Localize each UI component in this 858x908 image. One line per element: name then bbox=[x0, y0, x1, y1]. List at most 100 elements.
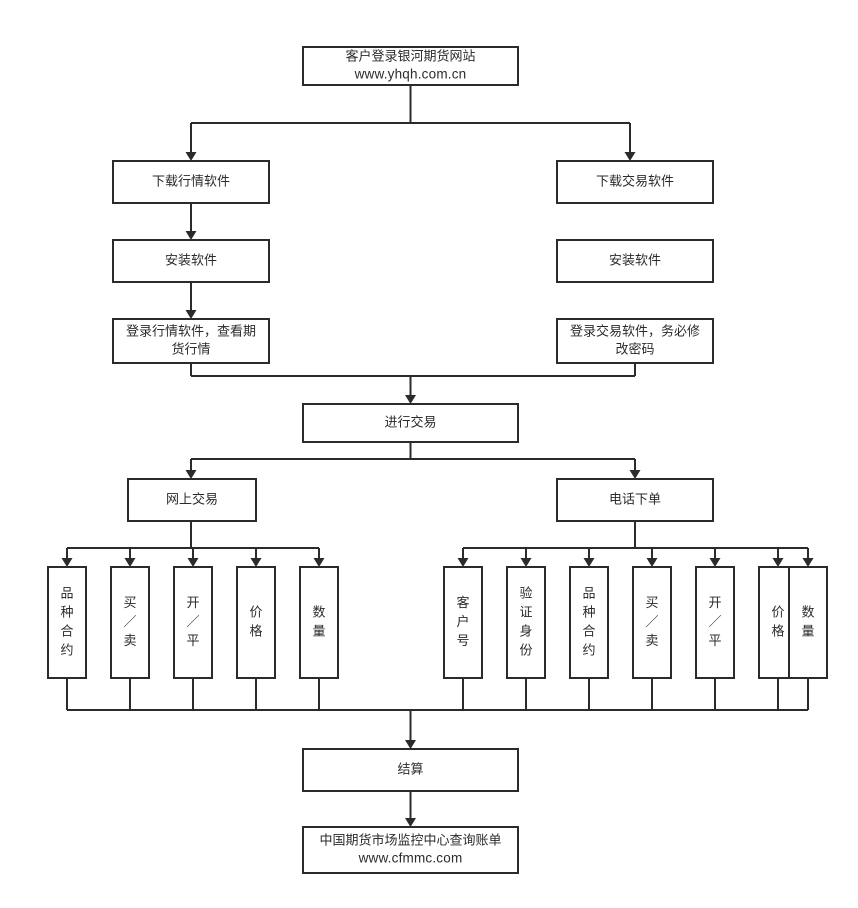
node-phone-open-close[interactable]: 开／平 bbox=[695, 566, 735, 679]
node-download-quote-software-label-line-0: 下载行情软件 bbox=[152, 173, 230, 188]
node-online-buy-sell-label: 卖 bbox=[123, 633, 136, 648]
node-download-quote-software-box bbox=[112, 160, 270, 204]
conn-fan-r3-arrowhead-icon bbox=[583, 558, 595, 567]
node-install-quote-software[interactable]: 安装软件 bbox=[112, 239, 270, 283]
conn-fan-r6 bbox=[772, 548, 784, 567]
node-online-buy-sell-box bbox=[110, 566, 150, 679]
node-phone-buy-sell-label: ／ bbox=[645, 614, 658, 629]
node-login-website[interactable]: 客户登录银河期货网站 www.yhqh.com.cn bbox=[302, 46, 519, 86]
conn-fan-l4 bbox=[250, 548, 262, 567]
node-settlement[interactable]: 结算 bbox=[302, 748, 519, 792]
conn-to-download-quote bbox=[185, 123, 197, 161]
node-phone-quantity-label: 量 bbox=[801, 623, 814, 638]
node-online-price-box bbox=[236, 566, 276, 679]
connector-layer bbox=[61, 85, 814, 827]
node-install-trading-software[interactable]: 安装软件 bbox=[556, 239, 714, 283]
node-phone-client-number-label: 号 bbox=[456, 633, 469, 648]
node-online-open-close-label: 平 bbox=[186, 633, 199, 648]
conn-fan-r5 bbox=[709, 548, 721, 567]
node-phone-quantity[interactable]: 数量 bbox=[788, 566, 828, 679]
node-phone-product-contract-label: 合 bbox=[582, 623, 595, 638]
conn-fan-l5-arrowhead-icon bbox=[313, 558, 325, 567]
node-login-website-label-line-1: www.yhqh.com.cn bbox=[354, 67, 467, 82]
conn-merge-to-settlement bbox=[405, 710, 416, 749]
node-online-trading-label-line-0: 网上交易 bbox=[166, 491, 218, 506]
node-phone-verify-identity-label: 身 bbox=[519, 623, 532, 638]
node-phone-product-contract-label: 约 bbox=[582, 642, 595, 657]
node-online-price[interactable]: 价格 bbox=[236, 566, 276, 679]
conn-fan-r7 bbox=[802, 548, 814, 567]
conn-to-download-trade-arrowhead-icon bbox=[624, 152, 636, 161]
conn-fan-l3 bbox=[187, 548, 199, 567]
node-online-quantity-box bbox=[299, 566, 339, 679]
node-phone-client-number-label: 户 bbox=[456, 614, 469, 629]
conn-fan-r2-arrowhead-icon bbox=[520, 558, 532, 567]
conn-fan-l3-arrowhead-icon bbox=[187, 558, 199, 567]
node-phone-open-close-label: 开 bbox=[708, 595, 721, 610]
conn-dlquote-to-install-arrowhead-icon bbox=[185, 231, 197, 240]
node-login-trading-software-box bbox=[556, 318, 714, 364]
node-phone-product-contract-box bbox=[569, 566, 609, 679]
conn-to-download-quote-arrowhead-icon bbox=[185, 152, 197, 161]
node-download-quote-software[interactable]: 下载行情软件 bbox=[112, 160, 270, 204]
node-online-quantity[interactable]: 数量 bbox=[299, 566, 339, 679]
conn-merge-to-settlement-arrowhead-icon bbox=[405, 740, 416, 749]
node-phone-product-contract-label: 品 bbox=[582, 585, 595, 600]
node-phone-product-contract-label: 种 bbox=[582, 604, 595, 619]
node-online-buy-sell[interactable]: 买／卖 bbox=[110, 566, 150, 679]
node-layer: 客户登录银河期货网站 www.yhqh.com.cn 下载行情软件 下载交易软件安装软… bbox=[47, 46, 828, 874]
node-cfmmc-statement-label-line-0: 中国期货市场监控中心查询账单 bbox=[319, 832, 501, 847]
node-phone-client-number[interactable]: 客户号 bbox=[443, 566, 483, 679]
node-install-quote-software-label-line-0: 安装软件 bbox=[165, 252, 217, 267]
conn-dlquote-to-install bbox=[185, 203, 197, 240]
node-phone-client-number-box bbox=[443, 566, 483, 679]
node-login-quote-software-label-line-1: 货行情 bbox=[171, 341, 210, 356]
node-online-quantity-label: 量 bbox=[312, 623, 325, 638]
conn-fan-r2 bbox=[520, 548, 532, 567]
node-phone-verify-identity-box bbox=[506, 566, 546, 679]
conn-install-to-login-quote-arrowhead-icon bbox=[185, 310, 197, 319]
node-install-trading-software-box bbox=[556, 239, 714, 283]
node-cfmmc-statement-box bbox=[302, 826, 519, 874]
node-online-price-label: 价 bbox=[249, 604, 262, 619]
node-download-trading-software-box bbox=[556, 160, 714, 204]
node-install-trading-software-label-line-0: 安装软件 bbox=[609, 252, 661, 267]
conn-merge-to-do-trade-arrowhead-icon bbox=[405, 395, 416, 404]
conn-fan-l1-arrowhead-icon bbox=[61, 558, 73, 567]
node-online-trading-box bbox=[127, 478, 257, 522]
node-settlement-label-line-0: 结算 bbox=[397, 761, 423, 776]
node-online-product-contract-label: 种 bbox=[60, 604, 73, 619]
conn-fan-l5 bbox=[313, 548, 325, 567]
node-perform-trade[interactable]: 进行交易 bbox=[302, 403, 519, 443]
conn-fan-l2 bbox=[124, 548, 136, 567]
conn-fan-r7-arrowhead-icon bbox=[802, 558, 814, 567]
node-online-product-contract-label: 品 bbox=[60, 585, 73, 600]
node-download-trading-software[interactable]: 下载交易软件 bbox=[556, 160, 714, 204]
node-phone-buy-sell[interactable]: 买／卖 bbox=[632, 566, 672, 679]
node-login-website-label-line-0: 客户登录银河期货网站 bbox=[345, 48, 475, 63]
conn-fan-r4-arrowhead-icon bbox=[646, 558, 658, 567]
node-perform-trade-box bbox=[302, 403, 519, 443]
node-phone-open-close-label: ／ bbox=[708, 614, 721, 629]
conn-fan-r1 bbox=[457, 548, 469, 567]
node-online-buy-sell-label: 买 bbox=[123, 595, 136, 610]
node-phone-client-number-label: 客 bbox=[456, 595, 469, 610]
node-login-quote-software-label-line-0: 登录行情软件，查看期 bbox=[126, 323, 256, 338]
conn-to-online-trade-arrowhead-icon bbox=[185, 470, 197, 479]
node-phone-order[interactable]: 电话下单 bbox=[556, 478, 714, 522]
node-online-open-close-box bbox=[173, 566, 213, 679]
node-online-open-close[interactable]: 开／平 bbox=[173, 566, 213, 679]
node-online-product-contract-box bbox=[47, 566, 87, 679]
node-online-price-label: 格 bbox=[249, 623, 262, 638]
conn-fan-l4-arrowhead-icon bbox=[250, 558, 262, 567]
node-settlement-box bbox=[302, 748, 519, 792]
node-phone-buy-sell-box bbox=[632, 566, 672, 679]
node-online-trading[interactable]: 网上交易 bbox=[127, 478, 257, 522]
